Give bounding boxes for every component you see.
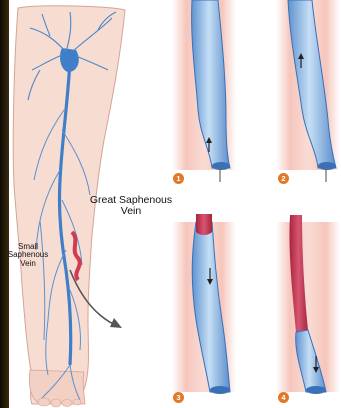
panel-step-4 — [276, 215, 340, 394]
small-saphenous-vein-label: Small Saphenous Vein — [6, 243, 50, 268]
panel-step-2 — [276, 0, 340, 182]
step-badge-1: 1 — [173, 173, 184, 184]
vein-opening-4 — [306, 386, 326, 394]
great-saphenous-vein-label: Great Saphenous Vein — [88, 195, 174, 217]
step-badge-2: 2 — [278, 173, 289, 184]
panel-step-3 — [172, 214, 236, 394]
blood-clot-icon-3 — [196, 214, 212, 235]
vein-opening-2 — [318, 162, 336, 170]
step-badge-4: 4 — [278, 392, 289, 403]
vein-opening-3 — [210, 386, 230, 394]
step-badge-3: 3 — [173, 392, 184, 403]
panel-step-1 — [172, 0, 236, 182]
vein-opening-1 — [212, 162, 230, 170]
catheter-tip — [110, 318, 122, 328]
